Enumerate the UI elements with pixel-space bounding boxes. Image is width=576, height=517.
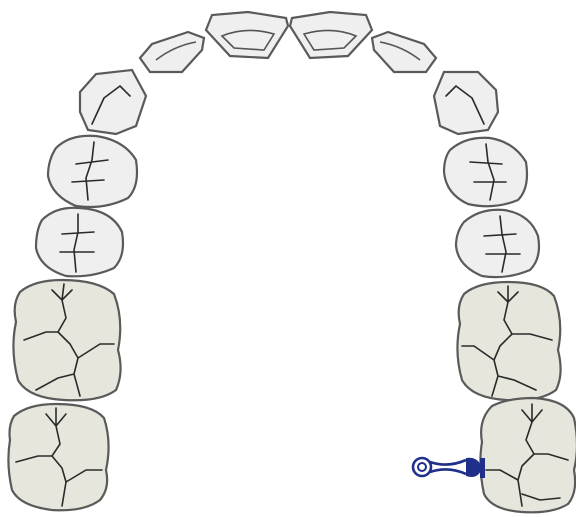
- left-central-incisor: [206, 12, 288, 58]
- left-lateral-incisor: [140, 32, 204, 72]
- left-second-molar: [8, 404, 108, 510]
- right-canine: [434, 72, 498, 134]
- right-central-incisor: [290, 12, 372, 58]
- left-first-molar: [13, 280, 120, 400]
- right-second-molar: [480, 398, 576, 512]
- left-second-premolar: [36, 208, 123, 277]
- right-first-molar: [457, 282, 560, 400]
- button-hook-icon: [413, 458, 485, 478]
- right-lateral-incisor: [372, 32, 436, 72]
- left-canine: [80, 70, 146, 134]
- left-first-premolar: [48, 136, 137, 207]
- right-first-premolar: [444, 138, 527, 207]
- right-second-premolar: [456, 210, 539, 277]
